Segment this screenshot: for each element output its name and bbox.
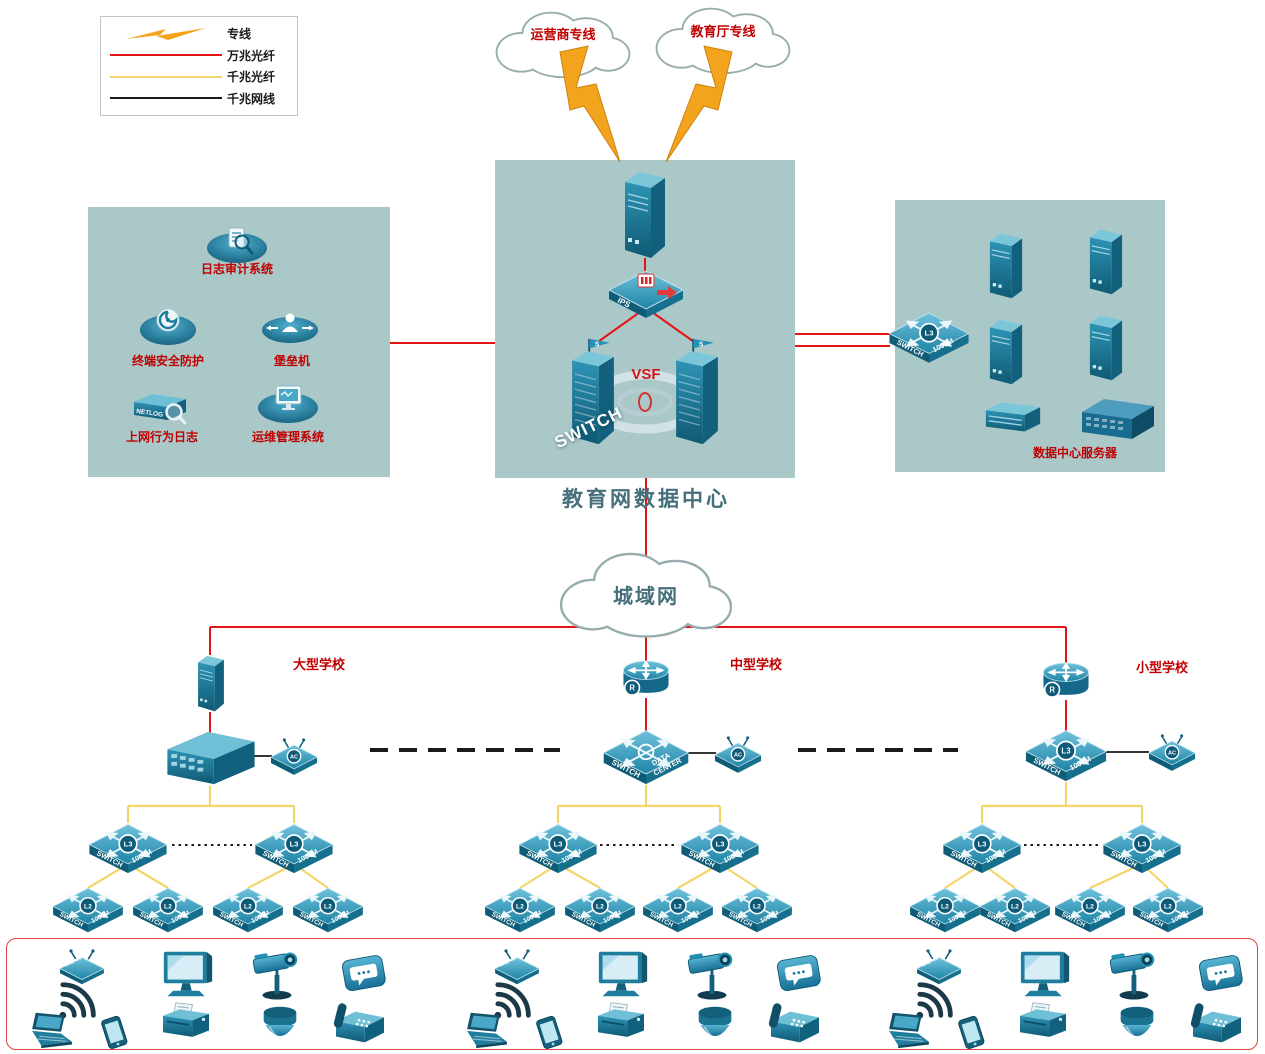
legend-label: 专线	[227, 27, 252, 41]
legend: 专线 万兆光纤 千兆光纤 千兆网线	[100, 16, 298, 116]
medium-school-label: 中型学校	[729, 657, 782, 672]
server-tower	[989, 233, 1023, 299]
small-school-router	[1042, 662, 1090, 698]
small-school-l3-switch	[1102, 823, 1182, 874]
server-tower	[989, 319, 1023, 385]
large-school-label: 大型学校	[292, 657, 345, 672]
legend-label: 千兆光纤	[227, 70, 276, 85]
small-school-l2-switch	[979, 887, 1051, 933]
medium-school-l2-switch	[484, 887, 556, 933]
chassis-switch	[1082, 399, 1154, 439]
vsf-label: VSF	[631, 366, 661, 383]
ips-appliance: IPS	[607, 270, 685, 318]
small-school-core	[1024, 729, 1108, 782]
server-panel-switch	[888, 311, 970, 364]
ops-mgmt-label: 运维管理系统	[251, 430, 324, 444]
medium-school-l2-switch	[642, 887, 714, 933]
vsf-switch-right	[675, 337, 719, 446]
large-school-l3-switch	[88, 823, 168, 874]
server-tower	[1089, 229, 1123, 295]
log-audit-icon	[207, 227, 267, 263]
firewall-appliance	[624, 171, 666, 259]
legend-row-1g-fiber: 千兆光纤	[105, 66, 293, 87]
datacenter-title: 教育网数据中心	[562, 487, 730, 511]
endpoint-group-2	[467, 948, 821, 1049]
links-1g-fiber	[87, 782, 1169, 889]
large-school-l2-switch	[132, 887, 204, 933]
legend-label: 千兆网线	[227, 91, 276, 106]
links-1g-cable	[172, 748, 1149, 846]
medium-school-core	[602, 729, 690, 785]
small-school-l2-switch	[1054, 887, 1126, 933]
vsf-ring-inner	[617, 388, 673, 416]
bastion-host-icon	[262, 313, 318, 343]
lightning-legend-icon	[105, 26, 227, 42]
edu-cloud-label: 教育厅专线	[690, 24, 756, 39]
ops-mgmt-icon	[258, 385, 318, 423]
lightning-bolt-right	[665, 45, 733, 163]
terminal-security-label: 终端安全防护	[131, 354, 204, 368]
server-panel-title: 数据中心服务器	[1032, 446, 1117, 460]
small-school-label: 小型学校	[1135, 660, 1188, 675]
isp-cloud-label: 运营商专线	[530, 27, 596, 42]
bastion-label: 堡垒机	[273, 354, 310, 368]
rack-appliance	[985, 401, 1041, 433]
red-line-legend-icon	[110, 54, 222, 57]
legend-row-1g-cable: 千兆网线	[105, 88, 293, 109]
yellow-line-legend-icon	[110, 75, 222, 78]
black-line-legend-icon	[110, 97, 222, 100]
large-school-l2-switch	[212, 887, 284, 933]
netlog-label: NETLOG	[136, 408, 164, 419]
legend-label: 万兆光纤	[227, 48, 276, 63]
net-behavior-label: 上网行为日志	[125, 430, 198, 444]
large-school-ac	[270, 737, 318, 776]
legend-row-10g: 万兆光纤	[105, 45, 293, 66]
log-audit-label: 日志审计系统	[200, 262, 273, 276]
small-school-l2-switch	[1132, 887, 1204, 933]
medium-school-l2-switch	[721, 887, 793, 933]
endpoint-group-3	[889, 948, 1243, 1049]
medium-school-l3-switch	[680, 823, 760, 874]
man-cloud-label: 城域网	[613, 586, 679, 608]
terminal-security-icon	[140, 308, 196, 345]
large-school-core	[167, 731, 255, 785]
large-school-l2-switch	[292, 887, 364, 933]
endpoint-group-1	[32, 948, 386, 1049]
medium-school-router	[622, 660, 670, 696]
vsf-center-mark	[638, 392, 652, 412]
small-school-l3-switch	[942, 823, 1022, 874]
large-school-l2-switch	[52, 887, 124, 933]
netlog-icon: NETLOG	[134, 394, 187, 425]
endpoint-zone-border	[6, 938, 1258, 1050]
legend-row-dedicated: 专线	[105, 23, 293, 44]
small-school-l2-switch	[909, 887, 981, 933]
server-tower	[1089, 315, 1123, 381]
small-school-ac	[1148, 733, 1196, 772]
medium-school-ac	[714, 735, 762, 774]
large-school-l3-switch	[254, 823, 334, 874]
medium-school-l2-switch	[564, 887, 636, 933]
medium-school-l3-switch	[518, 823, 598, 874]
lightning-bolt-left	[559, 45, 621, 163]
large-school-gateway	[197, 655, 225, 712]
